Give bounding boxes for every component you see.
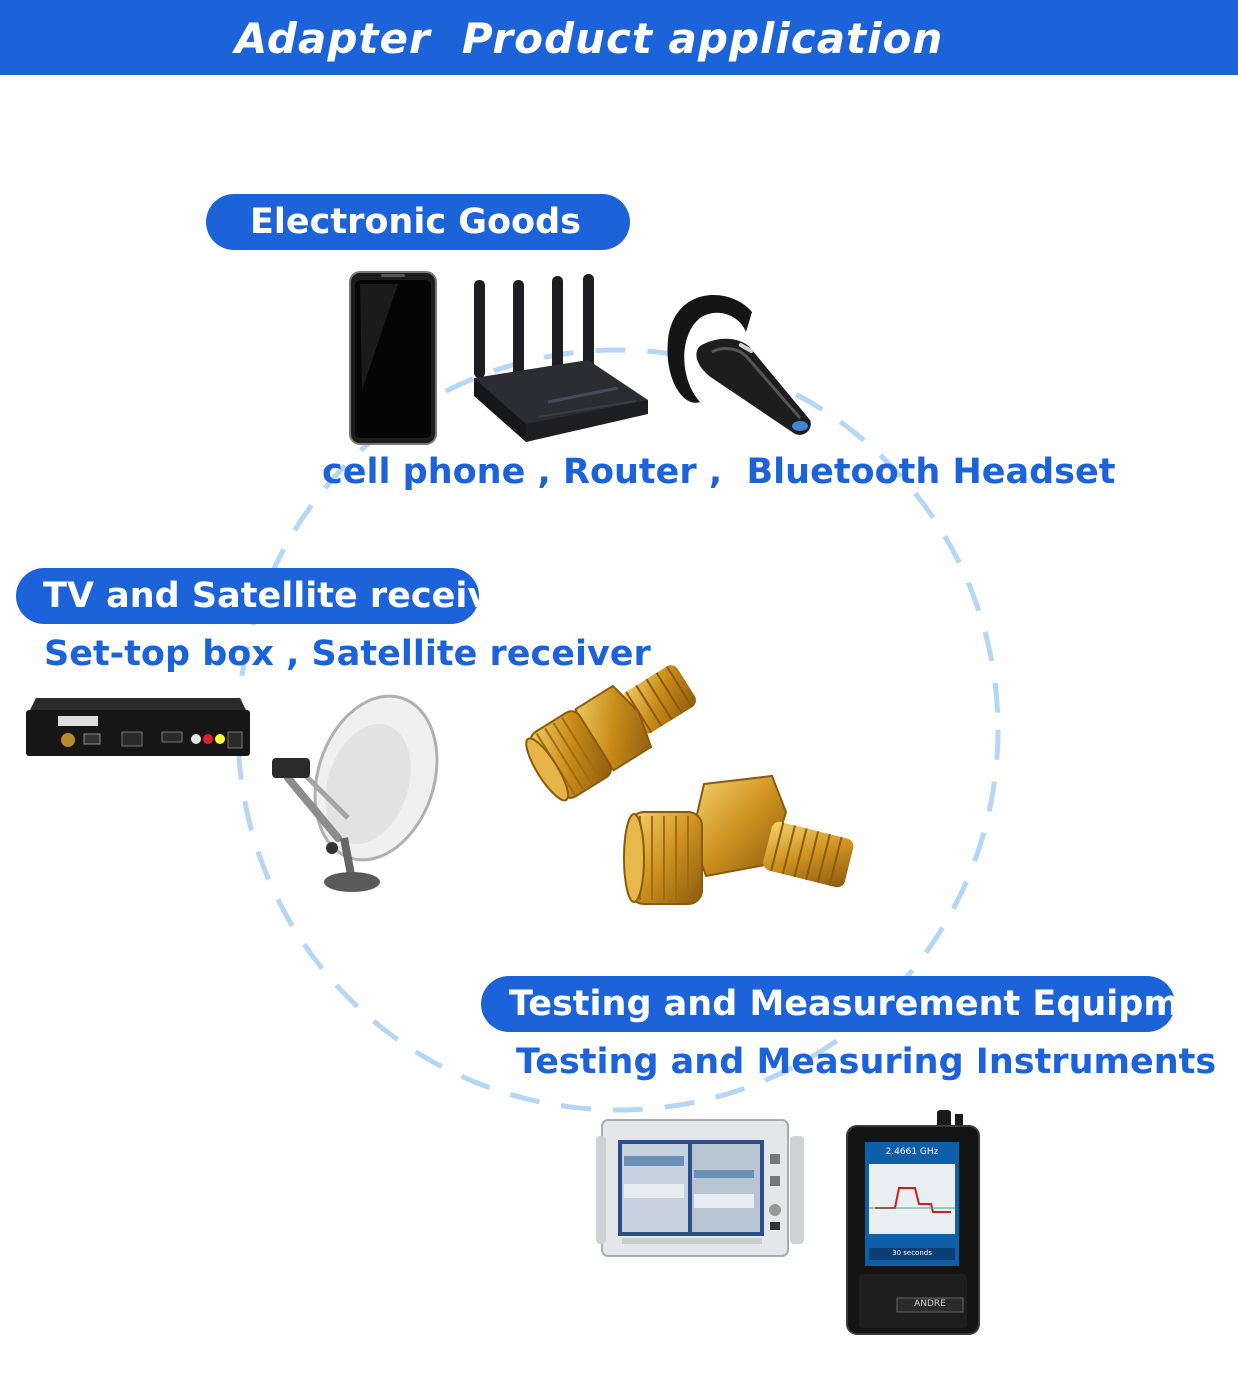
set-top-box-icon (26, 698, 250, 756)
sma-adapter-right-angle-icon (623, 774, 854, 905)
electronic-goods-pill: Electronic Goods (206, 194, 630, 250)
router-icon (474, 274, 648, 442)
handheld-detector-icon: 2.4661 GHz 30 seconds ANDRE (845, 1108, 981, 1336)
handheld-brand: ANDRE (914, 1299, 946, 1309)
testing-equipment-pill: Testing and Measurement Equipment (481, 976, 1238, 1032)
tv-satellite-label: TV and Satellite receiver (43, 576, 532, 616)
testing-instruments-items: Testing and Measuring Instruments (516, 1042, 1217, 1082)
signal-analyzer-icon (596, 1119, 804, 1257)
tv-satellite-pill: TV and Satellite receiver (16, 568, 531, 624)
instrument-duration: 30 seconds (892, 1249, 932, 1257)
electronic-goods-items: cell phone , Router , Bluetooth Headset (322, 452, 1116, 492)
tv-satellite-items: Set-top box , Satellite receiver (44, 634, 651, 674)
testing-equipment-label: Testing and Measurement Equipment (509, 984, 1238, 1024)
satellite-dish-icon (272, 694, 439, 892)
page-title: Adapter Product application (234, 14, 944, 63)
header-banner: Adapter Product application (0, 0, 1238, 75)
phone-icon (349, 271, 437, 445)
electronic-goods-label: Electronic Goods (250, 202, 581, 242)
sma-adapter-straight-icon (525, 665, 696, 802)
headset-icon (667, 295, 811, 435)
instrument-frequency: 2.4661 GHz (885, 1147, 939, 1157)
